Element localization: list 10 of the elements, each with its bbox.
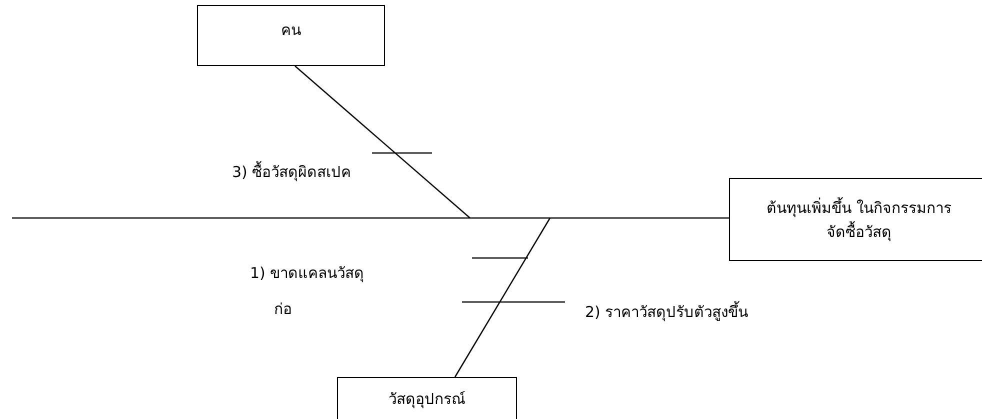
- effect-box: ต้นทุนเพิ่มขึ้น ในกิจกรรมการจัดซื้อวัสดุ: [729, 178, 982, 261]
- bone-line: [294, 66, 470, 218]
- cause-label: 1) ขาดแคลนวัสดุ: [250, 263, 364, 284]
- cause-box: คน: [197, 5, 385, 66]
- cause-label: 3) ซื้อวัสดุผิดสเปค: [232, 160, 352, 184]
- cause-box: วัสดุอุปกรณ์: [337, 377, 517, 419]
- cause-label: ก่อ: [274, 299, 292, 320]
- spine-line: [12, 217, 729, 219]
- cause-label: 2) ราคาวัสดุปรับตัวสูงขึ้น: [585, 300, 748, 324]
- bone-line: [454, 218, 551, 378]
